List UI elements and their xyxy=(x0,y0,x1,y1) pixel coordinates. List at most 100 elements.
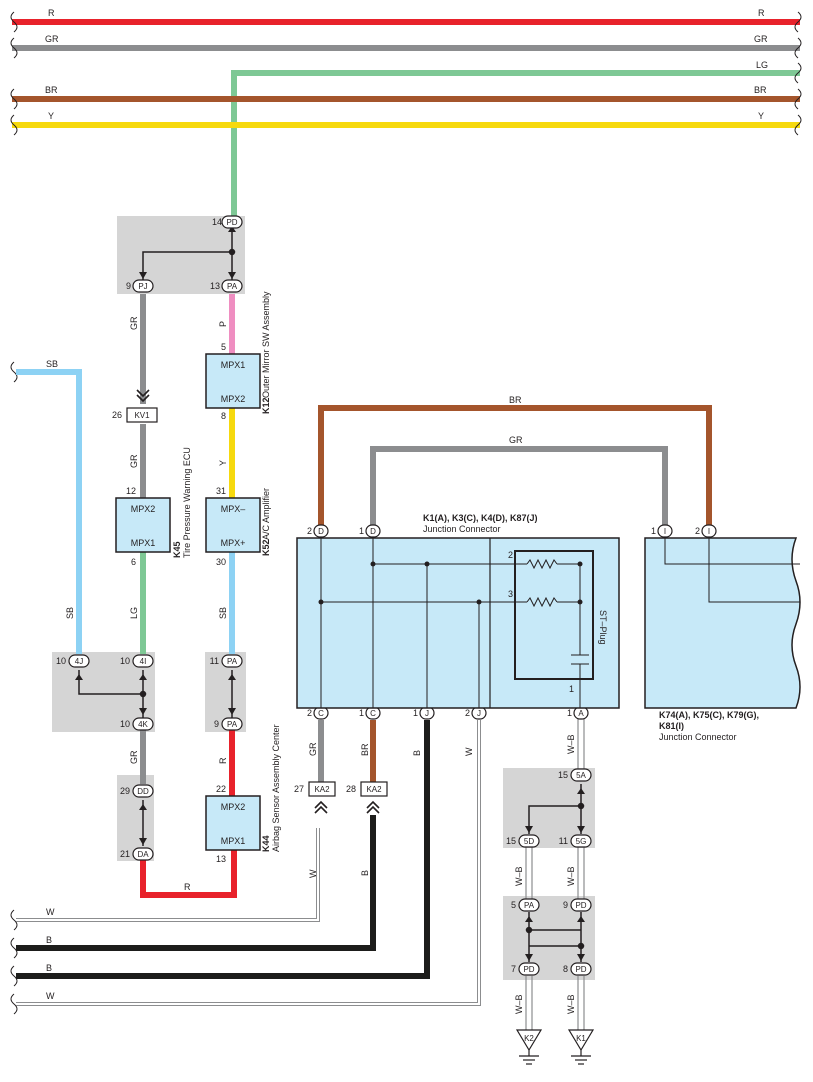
bus-wire-lg xyxy=(231,70,800,216)
pin-pd-tr: PD xyxy=(575,901,586,910)
pin-4k: 4K xyxy=(138,720,148,729)
k45-pin-top: 12 xyxy=(126,486,136,496)
jc-right-title2: K81(I) xyxy=(659,721,684,731)
ground-k2 xyxy=(515,1029,543,1065)
pin-num-5a: 15 xyxy=(558,770,568,780)
bus-label-w-bottom: W xyxy=(46,991,55,1001)
wire-label-ka2-w: W xyxy=(308,869,318,878)
jc-main-bottom-num-3: 1 xyxy=(413,708,418,718)
k12-pin-top: 5 xyxy=(221,342,226,352)
pin-num-pa-mid-top: 11 xyxy=(210,656,219,666)
wire-label-r1: R xyxy=(218,757,228,764)
pin-num-4j: 10 xyxy=(56,656,66,666)
st-plug-num-2: 2 xyxy=(508,550,513,560)
jc-main-bottom-pin-3: J xyxy=(425,709,429,718)
chevron-ka2 xyxy=(314,800,380,814)
k44-id: K44 xyxy=(261,835,271,852)
jc-main-top-num-1: 2 xyxy=(307,526,312,536)
jc-right-internal xyxy=(664,538,800,603)
pin-oval-pd-br xyxy=(570,962,592,976)
pin-pd-bl: PD xyxy=(523,965,534,974)
chevron-kv1 xyxy=(136,389,150,403)
jc-main-top-num-2: 1 xyxy=(359,526,364,536)
wire-b-bottom xyxy=(16,720,430,979)
kv1-label: KV1 xyxy=(134,411,150,420)
k52-box xyxy=(205,497,261,553)
k52-pin-bottom: 30 xyxy=(216,557,226,567)
bus-label-gr-left: GR xyxy=(45,34,59,44)
k12-box-bottom: MPX2 xyxy=(221,394,246,404)
st-plug-num-3: 3 xyxy=(508,589,513,599)
wire-label-r2: R xyxy=(184,882,191,892)
ka2-num-1: 27 xyxy=(294,784,304,794)
wire-label-jc-w: W xyxy=(464,747,474,756)
jc-main-bottom-pin-1: C xyxy=(318,709,324,718)
ka2-num-2: 28 xyxy=(346,784,356,794)
pin-oval-pj xyxy=(132,279,154,293)
wire-w-top-inner xyxy=(16,828,319,921)
pin-oval-pa-lower xyxy=(518,898,540,912)
ka2-connector-1 xyxy=(308,781,336,797)
wire-w-bottom xyxy=(16,720,481,1006)
jc-main-bottom-pin-4: J xyxy=(477,709,481,718)
pin-5g: 5G xyxy=(576,837,587,846)
wire-sb xyxy=(16,369,82,654)
wire-label-ka2-b: B xyxy=(360,870,370,876)
jc-main-subtitle: Junction Connector xyxy=(423,524,501,534)
bus-label-br-left: BR xyxy=(45,85,58,95)
bus-label-r-left: R xyxy=(48,8,55,18)
pin-5a: 5A xyxy=(576,771,586,780)
wire-label-gr1: GR xyxy=(129,316,139,330)
k45-box xyxy=(115,497,171,553)
kv1-connector xyxy=(126,407,158,423)
k45-id: K45 xyxy=(172,541,182,558)
jc-main-title: K1(A), K3(C), K4(D), K87(J) xyxy=(423,513,538,523)
k12-box-top: MPX1 xyxy=(221,360,246,370)
k52-box-bottom: MPX+ xyxy=(221,538,246,548)
pin-oval-pa-top xyxy=(221,279,243,293)
jc-right-pin-1: I xyxy=(664,527,666,536)
jc-right-title: K74(A), K75(C), K79(G), xyxy=(659,710,759,720)
bus-label-lg-right: LG xyxy=(756,60,768,70)
pin-oval-da xyxy=(132,847,154,861)
pin-num-5g: 11 xyxy=(559,836,568,846)
k45-pin-bottom: 6 xyxy=(131,557,136,567)
k44-name: Airbag Sensor Assembly Center xyxy=(271,724,281,852)
bus-label-b-bottom: B xyxy=(46,963,52,973)
pin-num-4i: 10 xyxy=(120,656,130,666)
jc-main-top-pin-2: D xyxy=(370,527,376,536)
st-plug-box xyxy=(514,550,594,680)
pin-num-4k: 10 xyxy=(120,719,130,729)
wire-label-sb: SB xyxy=(46,359,58,369)
wire-label-wb3: W–B xyxy=(566,866,576,886)
pin-num-pa-mid-bottom: 9 xyxy=(214,719,219,729)
jc-main-internal xyxy=(320,538,589,708)
pin-dd: DD xyxy=(137,787,149,796)
pin-ovals xyxy=(68,215,717,976)
k52-box-top: MPX– xyxy=(221,504,246,514)
pin-oval-pa-mid-bottom xyxy=(221,717,243,731)
jc-main-bottom-num-4: 2 xyxy=(465,708,470,718)
pin-oval-5a xyxy=(570,768,592,782)
wire-label-lg: LG xyxy=(129,607,139,619)
k44-box-bottom: MPX1 xyxy=(221,836,246,846)
bus-label-gr-right: GR xyxy=(754,34,768,44)
ka2-label-2: KA2 xyxy=(366,785,382,794)
pin-oval-4j xyxy=(68,654,90,668)
wire-label-gr2: GR xyxy=(129,454,139,468)
bus-label-r-right: R xyxy=(758,8,765,18)
k12-pin-bottom: 8 xyxy=(221,411,226,421)
jc-main-top-pin-1: D xyxy=(318,527,324,536)
st-plug-label: ST–Plug xyxy=(598,610,608,645)
k52-pin-top: 31 xyxy=(216,486,226,496)
jc-main-bottom-num-5: 1 xyxy=(567,708,572,718)
k12-id: K12 xyxy=(261,397,271,414)
wire-wb-group xyxy=(525,718,585,1030)
pin-pd-top: PD xyxy=(226,218,237,227)
k52-id: K52 xyxy=(261,539,271,556)
pin-5d: 5D xyxy=(524,837,534,846)
pin-pa-top: PA xyxy=(227,282,238,291)
wire-label-wb1: W–B xyxy=(566,734,576,754)
wire-r-da-k44 xyxy=(140,850,237,898)
